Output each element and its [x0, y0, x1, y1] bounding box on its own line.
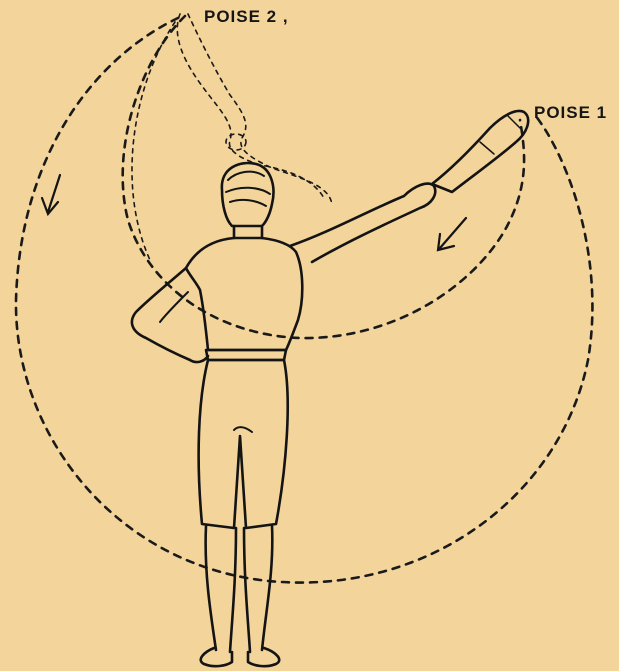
shorts	[199, 360, 288, 528]
club-poise-2-knob	[226, 134, 246, 150]
raised-arm	[290, 184, 435, 262]
inner-swing-path	[123, 16, 524, 338]
outer-swing-path	[16, 18, 592, 583]
athlete-figure	[132, 163, 435, 666]
club-poise-2-outline-b	[188, 14, 332, 205]
belt	[206, 350, 286, 360]
inner-swing-path-2	[132, 22, 175, 260]
poise-1-label: POISE 1	[534, 103, 607, 123]
indian-club-icon	[432, 111, 528, 192]
feet	[201, 648, 279, 666]
poise-2-label: POISE 2 ,	[204, 7, 289, 27]
torso	[186, 238, 302, 350]
arrow-left-icon	[42, 175, 60, 214]
arrow-right-icon	[438, 218, 466, 250]
legs	[206, 526, 273, 652]
